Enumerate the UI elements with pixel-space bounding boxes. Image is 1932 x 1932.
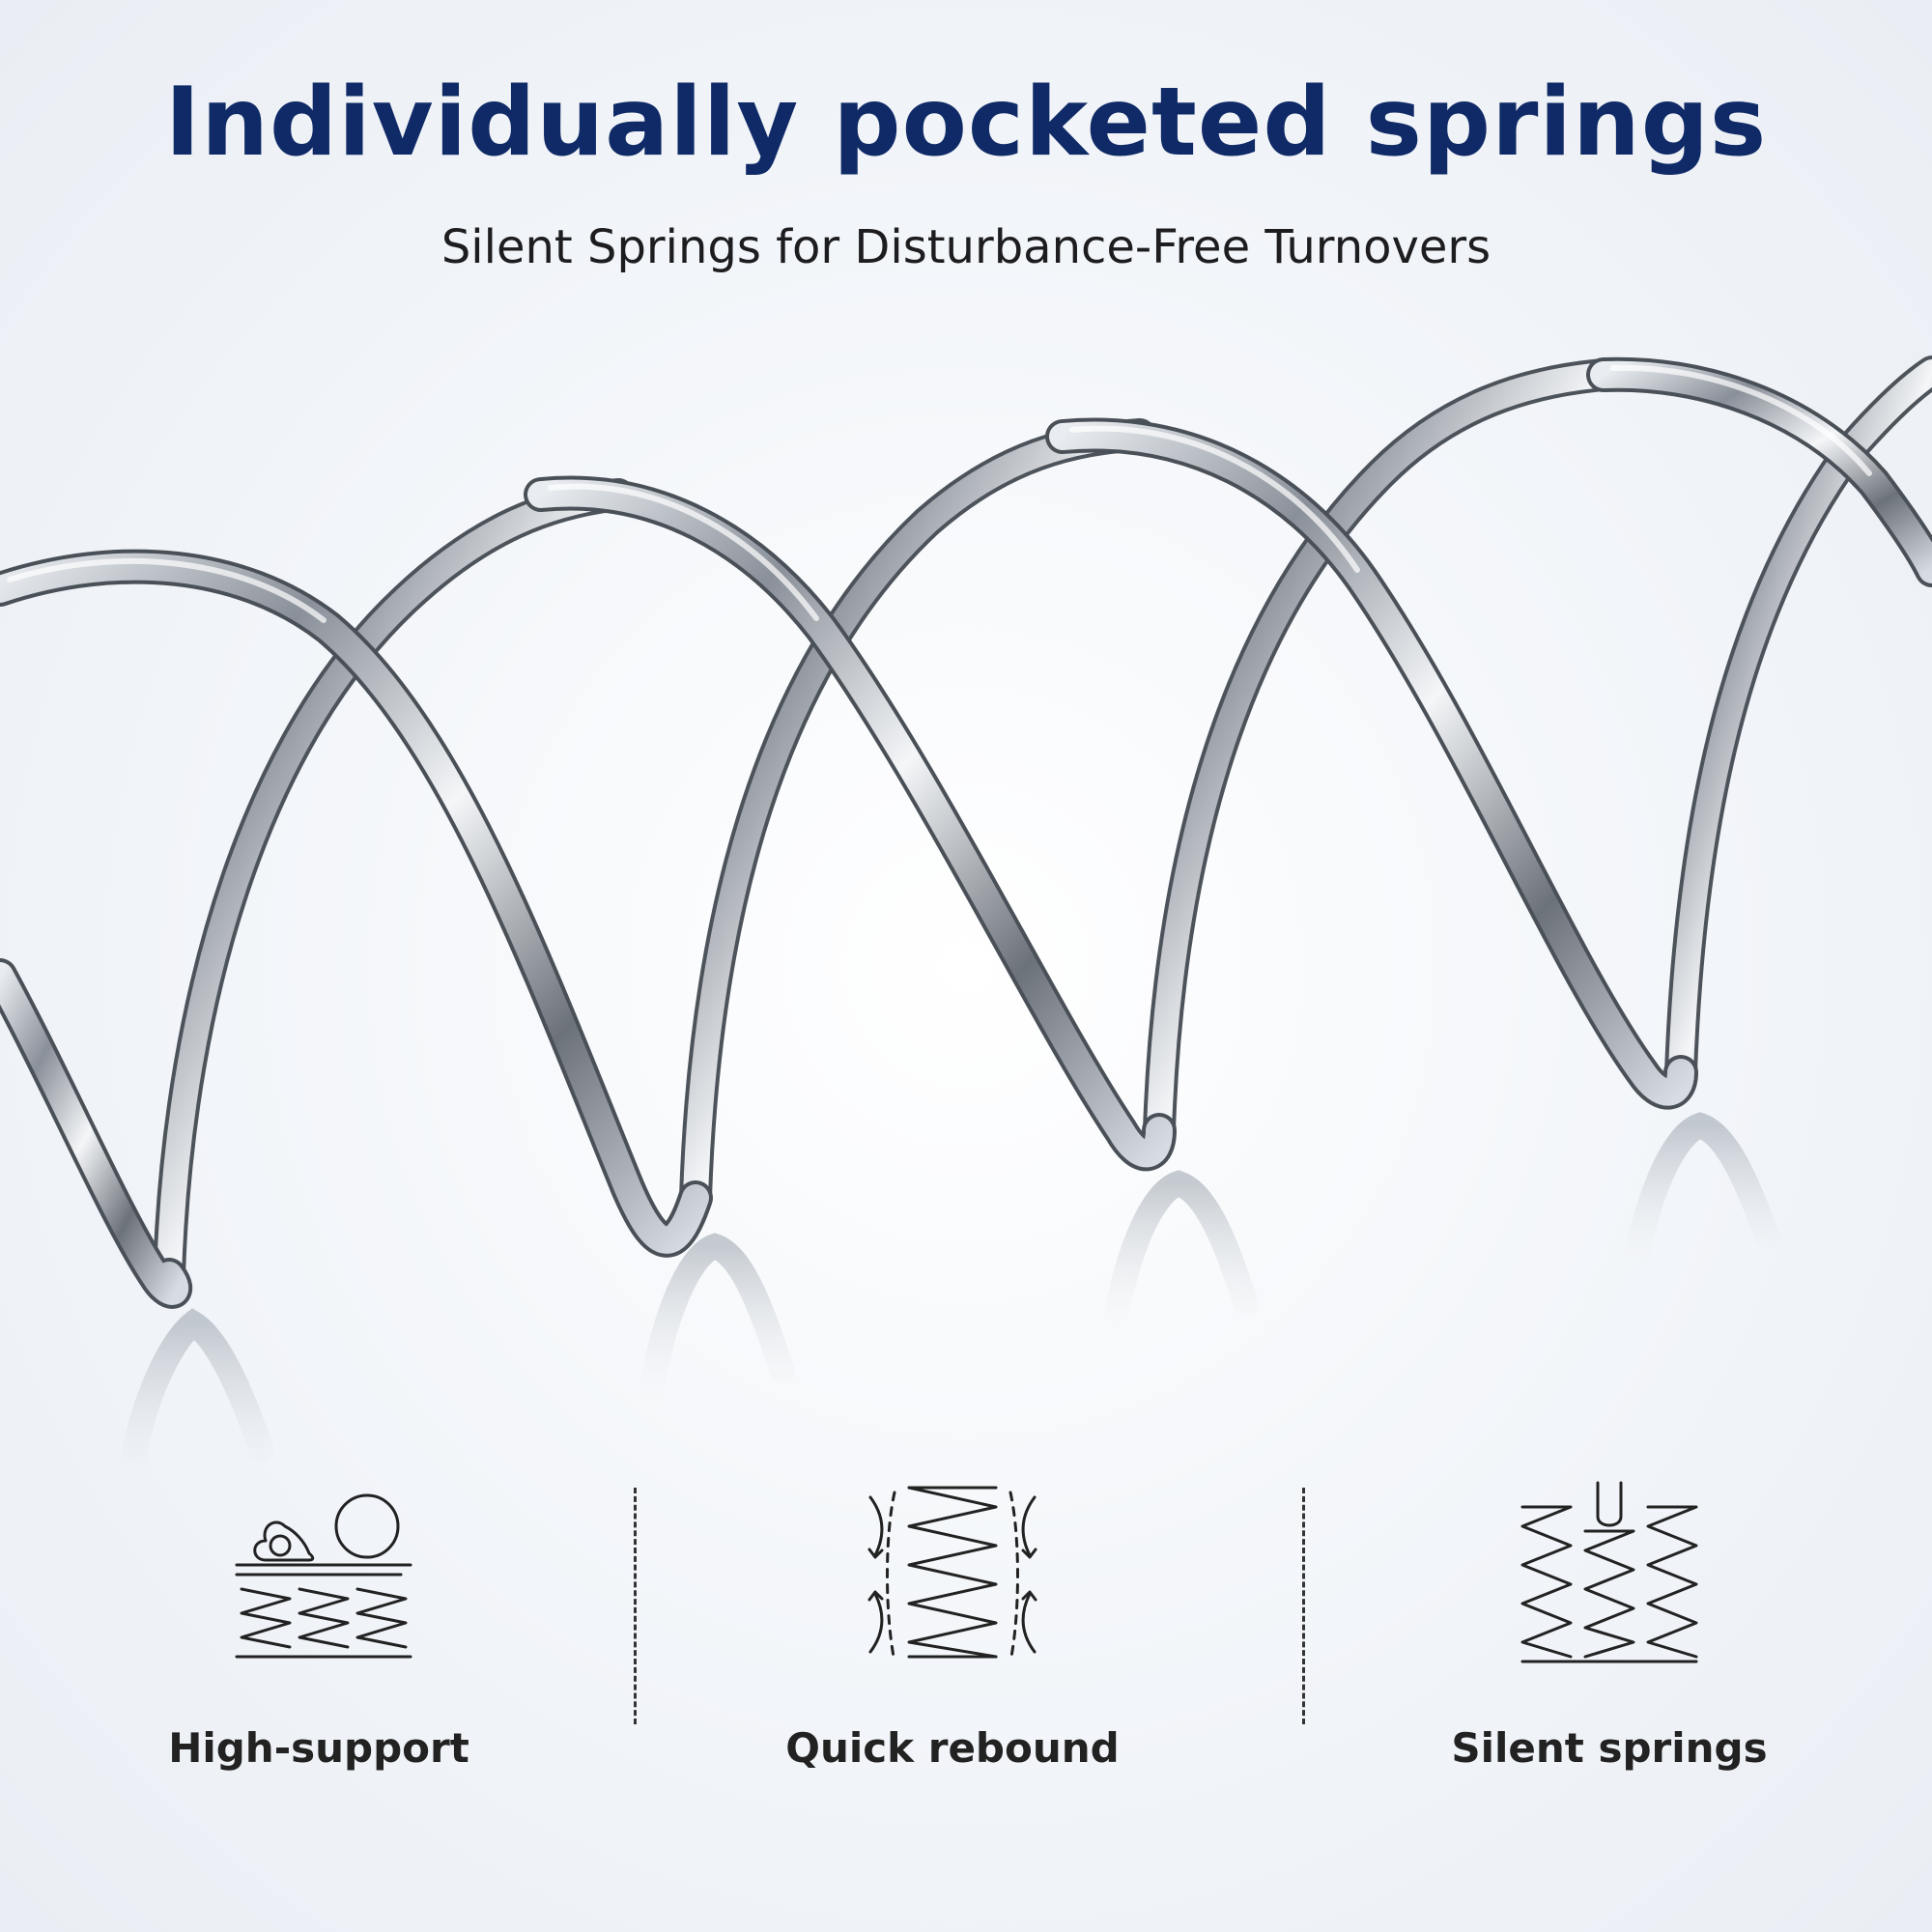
feature-quick-rebound: Quick rebound [730,1468,1175,1797]
quick-rebound-icon [867,1486,1037,1663]
feature-label-quick-rebound: Quick rebound [785,1724,1120,1772]
feature-label-high-support: High-support [168,1724,469,1772]
high-support-icon [235,1493,412,1659]
feature-high-support: High-support [97,1468,541,1797]
page-subtitle: Silent Springs for Disturbance-Free Turn… [440,220,1492,274]
feature-silent-springs: Silent springs [1387,1468,1832,1797]
coil-spring-illustration [0,355,1932,1520]
divider [1302,1488,1305,1724]
page-title: Individually pocketed springs [164,68,1768,178]
silent-springs-icon [1520,1481,1698,1663]
divider [634,1488,637,1724]
feature-label-silent-springs: Silent springs [1451,1724,1768,1772]
